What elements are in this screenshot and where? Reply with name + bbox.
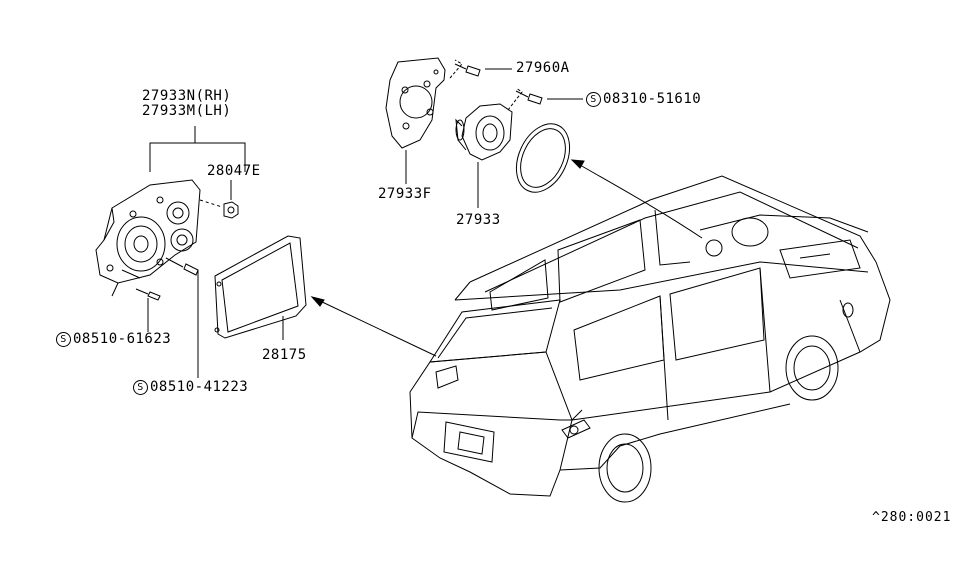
nut-28047e <box>200 180 238 218</box>
screw-08310-51610 <box>508 88 583 110</box>
s-mark-icon: S <box>56 332 71 347</box>
label-27933f: 27933F <box>378 186 432 202</box>
screw-08510-41223 <box>166 258 198 378</box>
grille-28175 <box>215 236 306 340</box>
label-27933: 27933 <box>456 212 501 228</box>
label-27933n: 27933N(RH) <box>142 88 232 104</box>
van-illustration <box>410 176 890 502</box>
label-08310-51610-text: 08310-51610 <box>603 91 702 107</box>
screw-27960a <box>450 60 512 78</box>
screw-08510-61623 <box>136 289 160 332</box>
s-mark-icon: S <box>586 92 601 107</box>
arrow-to-grille <box>312 297 436 356</box>
label-28047e: 28047E <box>207 163 261 179</box>
label-28175: 28175 <box>262 347 307 363</box>
arrow-to-front-speaker <box>572 160 702 238</box>
label-08510-61623-text: 08510-61623 <box>73 331 172 347</box>
label-08510-41223-text: 08510-41223 <box>150 379 249 395</box>
s-mark-icon: S <box>133 380 148 395</box>
label-27933m: 27933M(LH) <box>142 103 232 119</box>
reference-code: ^280:0021 <box>872 510 952 525</box>
speaker-gasket-27933f <box>386 58 445 184</box>
speaker-27933 <box>456 104 512 208</box>
speaker-grille-ring <box>506 115 580 201</box>
label-27960a: 27960A <box>516 60 570 76</box>
rear-speaker-assembly <box>96 126 245 296</box>
